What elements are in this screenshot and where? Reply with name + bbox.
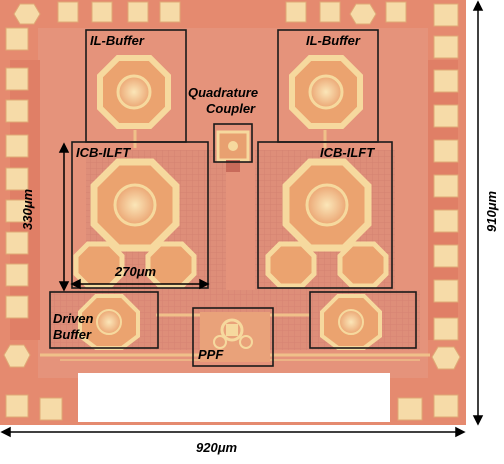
quadrature-coupler-core: [216, 130, 250, 172]
label-il-buffer-left: IL-Buffer: [90, 33, 144, 48]
inductor-il-right: [289, 55, 363, 129]
ppf-circuit: [200, 312, 270, 362]
label-driven: Driven: [53, 311, 94, 326]
box-driven-buffer: [49, 291, 159, 349]
top-pads: [13, 1, 407, 25]
dim-block-height: 330μm: [20, 188, 35, 230]
box-ppf: [192, 307, 274, 367]
dimension-arrows: [0, 0, 484, 438]
label-ppf: PPF: [198, 347, 224, 362]
bottom-pads: [39, 397, 423, 421]
blank-region: [78, 373, 390, 422]
dim-block-width: 270μm: [115, 264, 157, 279]
left-pads: [3, 27, 31, 418]
label-buffer: Buffer: [53, 327, 92, 342]
dim-chip-width: 920μm: [196, 440, 238, 455]
inductor-il-left: [97, 55, 171, 129]
dim-chip-height: 910μm: [484, 190, 499, 232]
box-right-buffer: [309, 291, 417, 349]
label-quadrature: Quadrature: [188, 85, 259, 100]
box-icb-ilft-right: [257, 141, 393, 289]
inductor-driven-buffer: [78, 294, 140, 350]
inductor-right-buffer: [320, 294, 382, 350]
label-icb-ilft-right: ICB-ILFT: [320, 145, 375, 160]
inductor-icb-right: [265, 158, 389, 289]
box-quadrature-coupler: [213, 123, 253, 163]
label-coupler: Coupler: [206, 101, 256, 116]
inductor-icb-left: [73, 158, 197, 289]
right-pads: [431, 3, 461, 418]
box-icb-ilft-left: [71, 141, 209, 289]
label-icb-ilft-left: ICB-ILFT: [76, 145, 131, 160]
label-il-buffer-right: IL-Buffer: [306, 33, 360, 48]
